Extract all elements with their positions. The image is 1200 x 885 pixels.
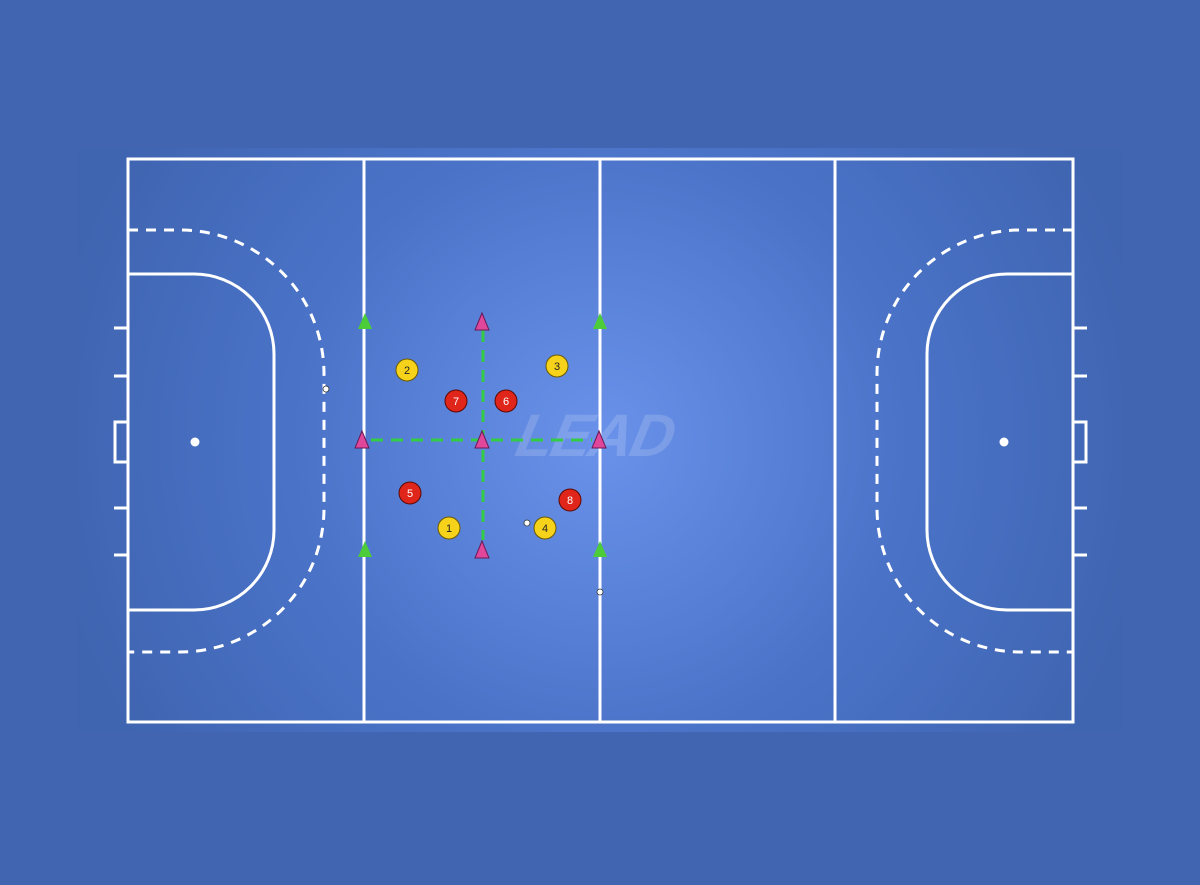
green-cone[interactable] bbox=[358, 313, 372, 329]
green-cone[interactable] bbox=[358, 541, 372, 557]
red-player[interactable]: 8 bbox=[558, 488, 582, 512]
red-player[interactable]: 5 bbox=[398, 481, 422, 505]
left-shooting-circle bbox=[128, 272, 276, 612]
yellow-player[interactable]: 4 bbox=[533, 516, 557, 540]
player-number: 8 bbox=[567, 495, 573, 507]
players: 1 2 3 4 5 6 7 8 bbox=[395, 354, 582, 540]
player-number: 1 bbox=[446, 523, 452, 535]
player-number: 7 bbox=[453, 396, 459, 408]
right-penalty-spot bbox=[999, 437, 1009, 447]
ball[interactable] bbox=[596, 588, 604, 596]
red-player[interactable]: 6 bbox=[494, 389, 518, 413]
right-shooting-circle bbox=[925, 272, 1073, 612]
left-goal bbox=[113, 420, 130, 464]
player-number: 4 bbox=[542, 523, 548, 535]
pink-cone[interactable] bbox=[354, 429, 370, 449]
pink-cone[interactable] bbox=[591, 429, 607, 449]
ball[interactable] bbox=[322, 385, 330, 393]
pink-cones bbox=[354, 311, 607, 559]
left-dashed-arc bbox=[128, 228, 326, 654]
pink-cone[interactable] bbox=[474, 429, 490, 449]
right-backline-marks bbox=[1073, 326, 1087, 557]
player-number: 6 bbox=[503, 396, 509, 408]
yellow-player[interactable]: 3 bbox=[545, 354, 569, 378]
ball[interactable] bbox=[523, 519, 531, 527]
player-number: 5 bbox=[407, 488, 413, 500]
player-number: 3 bbox=[554, 361, 560, 373]
watermark-logo: LEAD bbox=[511, 402, 682, 469]
yellow-player[interactable]: 2 bbox=[395, 358, 419, 382]
green-cones bbox=[358, 313, 607, 557]
right-dashed-arc bbox=[875, 228, 1073, 654]
green-cone[interactable] bbox=[593, 541, 607, 557]
pink-cone[interactable] bbox=[474, 539, 490, 559]
right-goal bbox=[1071, 420, 1088, 464]
green-cone[interactable] bbox=[593, 313, 607, 329]
balls bbox=[322, 385, 604, 596]
left-backline-marks bbox=[114, 326, 128, 557]
red-player[interactable]: 7 bbox=[444, 389, 468, 413]
yellow-player[interactable]: 1 bbox=[437, 516, 461, 540]
pink-cone[interactable] bbox=[474, 311, 490, 331]
left-penalty-spot bbox=[190, 437, 200, 447]
player-number: 2 bbox=[404, 365, 410, 377]
